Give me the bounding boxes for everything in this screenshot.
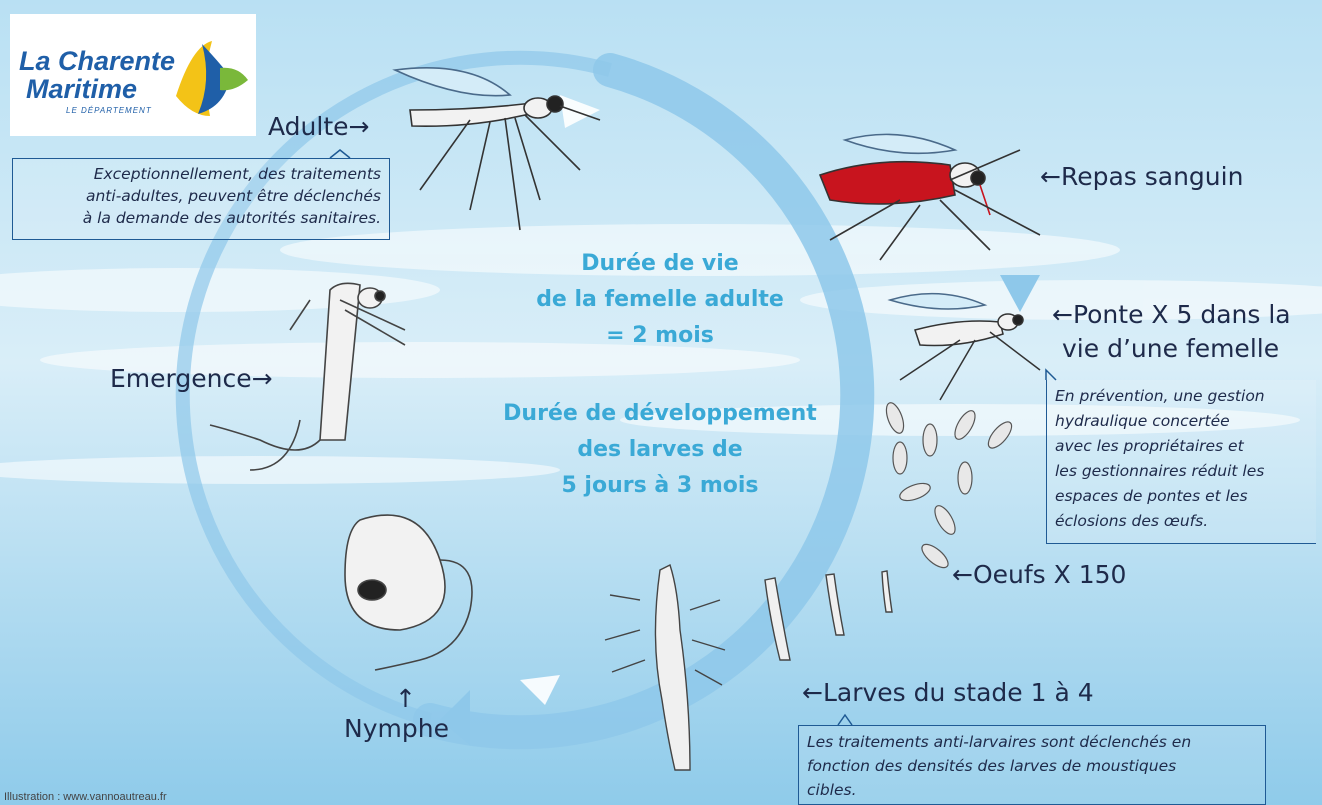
label-pupa-arrow: ↑ [395, 684, 416, 713]
bird-logo-icon [172, 36, 250, 122]
adult-note-line3: à la demande des autorités sanitaires. [21, 207, 381, 229]
larvicide-note: Les traitements anti-larvaires sont décl… [798, 725, 1266, 805]
logo-text-line2: Maritime [26, 74, 137, 105]
label-laying-line2: vie d’une femelle [1062, 334, 1279, 363]
development-text: Durée de développement des larves de 5 j… [470, 396, 850, 504]
adult-note-line1: Exceptionnellement, des traitements [21, 163, 381, 185]
lifespan-line2: de la femelle adulte [470, 282, 850, 318]
prevention-note-line5: espaces de pontes et les [1055, 484, 1308, 509]
development-line2: des larves de [470, 432, 850, 468]
department-logo: La Charente Maritime LE DÉPARTEMENT [10, 14, 256, 136]
lifespan-line3: = 2 mois [470, 318, 850, 354]
prevention-note-line3: avec les propriétaires et [1055, 434, 1308, 459]
prevention-note-line4: les gestionnaires réduit les [1055, 459, 1308, 484]
lifespan-line1: Durée de vie [470, 246, 850, 282]
adult-note-line2: anti-adultes, peuvent être déclenchés [21, 185, 381, 207]
illustration-credit: Illustration : www.vannoautreau.fr [4, 791, 167, 803]
logo-subtitle: LE DÉPARTEMENT [66, 106, 152, 115]
larvicide-note-line2: fonction des densités des larves de mous… [807, 754, 1257, 778]
label-emergence: Emergence→ [110, 364, 273, 393]
larvicide-note-line3: cibles. [807, 778, 1257, 802]
logo-text-line1: La Charente [19, 46, 175, 77]
label-pupa: Nymphe [344, 714, 449, 743]
development-line3: 5 jours à 3 mois [470, 468, 850, 504]
label-eggs: ←Oeufs X 150 [952, 560, 1126, 589]
label-laying-line1: ←Ponte X 5 dans la [1052, 300, 1291, 329]
lifespan-text: Durée de vie de la femelle adulte = 2 mo… [470, 246, 850, 354]
prevention-note: En prévention, une gestion hydraulique c… [1046, 380, 1316, 544]
label-larvae: ←Larves du stade 1 à 4 [802, 678, 1094, 707]
prevention-note-line1: En prévention, une gestion [1055, 384, 1308, 409]
development-line1: Durée de développement [470, 396, 850, 432]
prevention-note-line2: hydraulique concertée [1055, 409, 1308, 434]
label-blood-meal: ←Repas sanguin [1040, 162, 1243, 191]
label-adult: Adulte→ [268, 112, 369, 141]
prevention-note-line6: éclosions des œufs. [1055, 509, 1308, 534]
adult-treatment-note: Exceptionnellement, des traitements anti… [12, 158, 390, 240]
larvicide-note-line1: Les traitements anti-larvaires sont décl… [807, 730, 1257, 754]
